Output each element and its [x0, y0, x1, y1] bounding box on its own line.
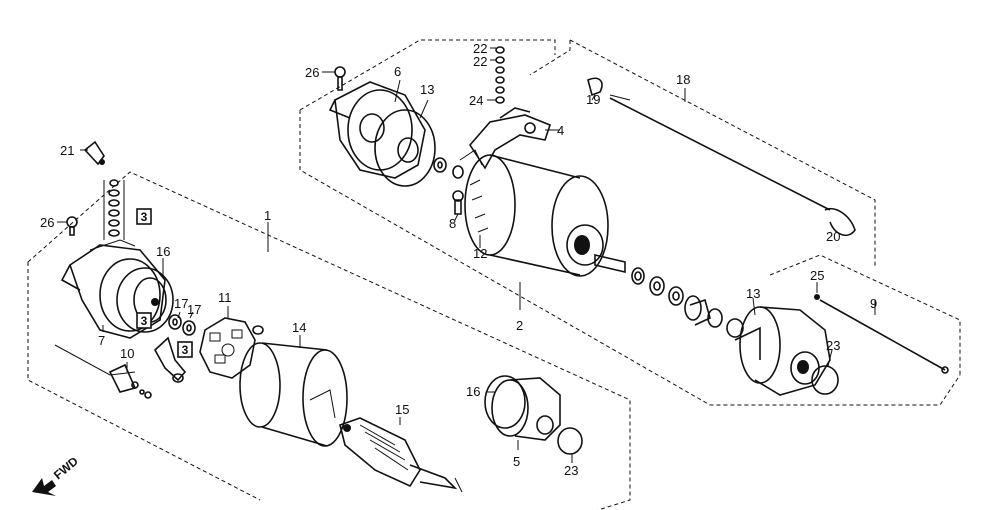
box-label-3-a: 3 — [136, 208, 152, 225]
label-part-16-left: 16 — [156, 244, 170, 259]
svg-text:3: 3 — [141, 210, 148, 224]
part-16-oring-left — [116, 267, 174, 333]
washer-train — [631, 267, 744, 338]
part-26-bolt-upper — [334, 66, 346, 91]
assembly-2-frame — [299, 39, 961, 406]
part-6-rear-housing — [328, 81, 426, 179]
label-part-25: 25 — [810, 268, 824, 283]
label-part-16-lower: 16 — [466, 384, 480, 399]
assembly-9-frame — [769, 254, 961, 375]
label-part-11: 11 — [218, 290, 232, 305]
part-4-brush-plate — [459, 107, 551, 170]
part-10-terminal-assembly — [54, 344, 152, 399]
part-23-oring-lower — [557, 427, 583, 455]
svg-text:3: 3 — [182, 343, 189, 357]
spring-clip — [153, 336, 187, 383]
label-part-10: 10 — [120, 346, 134, 361]
label-part-12: 12 — [473, 246, 487, 261]
part-25-screw — [814, 294, 820, 300]
part-13-oring-upper — [374, 109, 436, 187]
label-part-13-right: 13 — [746, 286, 760, 301]
label-part-26-upper: 26 — [305, 65, 319, 80]
label-part-21: 21 — [60, 143, 74, 158]
part-12-yoke — [464, 154, 609, 277]
label-part-2: 2 — [516, 318, 523, 333]
part-18-cable — [587, 77, 856, 237]
box-label-3-b: 3 — [136, 312, 152, 329]
label-part-14: 14 — [292, 320, 306, 335]
part-11-brush-holder — [199, 317, 264, 379]
label-part-17-a: 17 — [174, 296, 188, 311]
label-part-9: 9 — [870, 296, 877, 311]
label-part-13-upper: 13 — [420, 82, 434, 97]
part-9-rod — [819, 299, 946, 371]
part-22-washer-stack — [495, 46, 505, 104]
part-5-front-cover — [484, 375, 561, 441]
label-part-23-right: 23 — [826, 338, 840, 353]
label-part-23-lower: 23 — [564, 463, 578, 478]
label-part-26-lower: 26 — [40, 215, 54, 230]
part-15-armature — [339, 417, 463, 493]
label-part-20: 20 — [826, 229, 840, 244]
fwd-label: FWD — [51, 454, 81, 483]
washers-upper — [433, 157, 464, 179]
label-part-22-a: 22 — [473, 41, 487, 56]
part-14-yoke — [239, 342, 348, 447]
part-23-oring-right — [811, 365, 839, 395]
label-part-22-b: 22 — [473, 54, 487, 69]
washer-stack-3 — [103, 179, 125, 240]
label-part-1: 1 — [264, 208, 271, 223]
label-part-7: 7 — [98, 333, 105, 348]
label-part-5: 5 — [513, 454, 520, 469]
svg-text:3: 3 — [141, 314, 148, 328]
label-part-4: 4 — [557, 123, 564, 138]
part-21-cap — [83, 140, 105, 166]
label-part-17-b: 17 — [187, 302, 201, 317]
label-part-24: 24 — [469, 93, 483, 108]
label-part-6: 6 — [394, 64, 401, 79]
leader-lines — [57, 47, 876, 463]
label-part-15: 15 — [395, 402, 409, 417]
label-part-18: 18 — [676, 72, 690, 87]
box-label-3-c: 3 — [177, 341, 193, 358]
label-part-8: 8 — [449, 216, 456, 231]
label-part-19: 19 — [586, 92, 600, 107]
part-13-front-cover — [734, 306, 831, 396]
part-17-washers — [168, 314, 196, 336]
assembly-18-frame — [529, 39, 876, 268]
fwd-indicator: FWD — [32, 454, 81, 496]
part-8-bolt — [452, 190, 464, 215]
armature-shaft — [594, 253, 626, 274]
